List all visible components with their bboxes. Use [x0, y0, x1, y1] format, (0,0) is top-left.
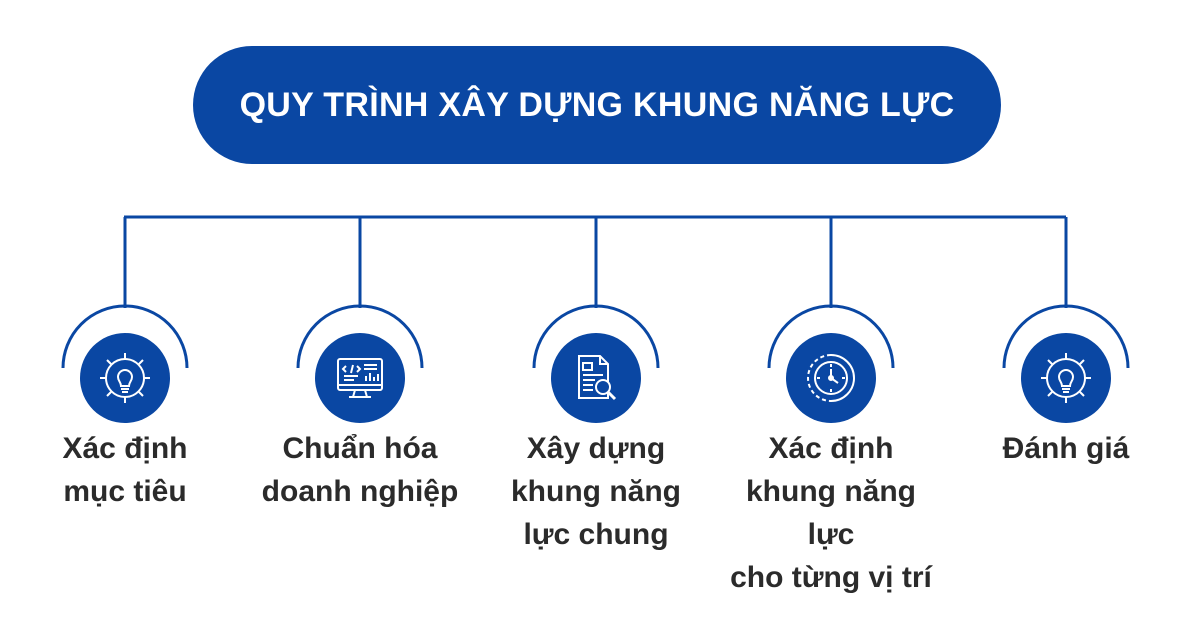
arc-5 [1002, 304, 1130, 369]
computer-code-chart-icon [337, 358, 383, 398]
arc-1 [61, 304, 189, 369]
gear-clock-icon [806, 354, 856, 402]
step-1-icon-circle [80, 333, 170, 423]
diagram-title: QUY TRÌNH XÂY DỰNG KHUNG NĂNG LỰC [239, 85, 955, 124]
step-5-label: Đánh giá [1002, 432, 1130, 465]
step-2-icon-circle [315, 333, 405, 423]
document-magnifier-icon [578, 355, 617, 401]
step-3-label: Xây dựng khung năng lực chung [511, 432, 681, 551]
gear-lightbulb-icon [1041, 353, 1091, 403]
step-3-icon-circle [551, 333, 641, 423]
step-4-label: Xác định khung năng lực cho từng vị trí [730, 432, 932, 594]
arc-4 [767, 304, 895, 369]
step-1-label: Xác định mục tiêu [62, 432, 188, 508]
arc-3 [532, 304, 660, 369]
gear-lightbulb-icon [100, 353, 150, 403]
step-5-icon-circle [1021, 333, 1111, 423]
title-banner: QUY TRÌNH XÂY DỰNG KHUNG NĂNG LỰC [193, 46, 1001, 164]
step-2-label: Chuẩn hóa doanh nghiệp [261, 432, 459, 508]
arc-2 [296, 304, 424, 369]
step-4-icon-circle [786, 333, 876, 423]
